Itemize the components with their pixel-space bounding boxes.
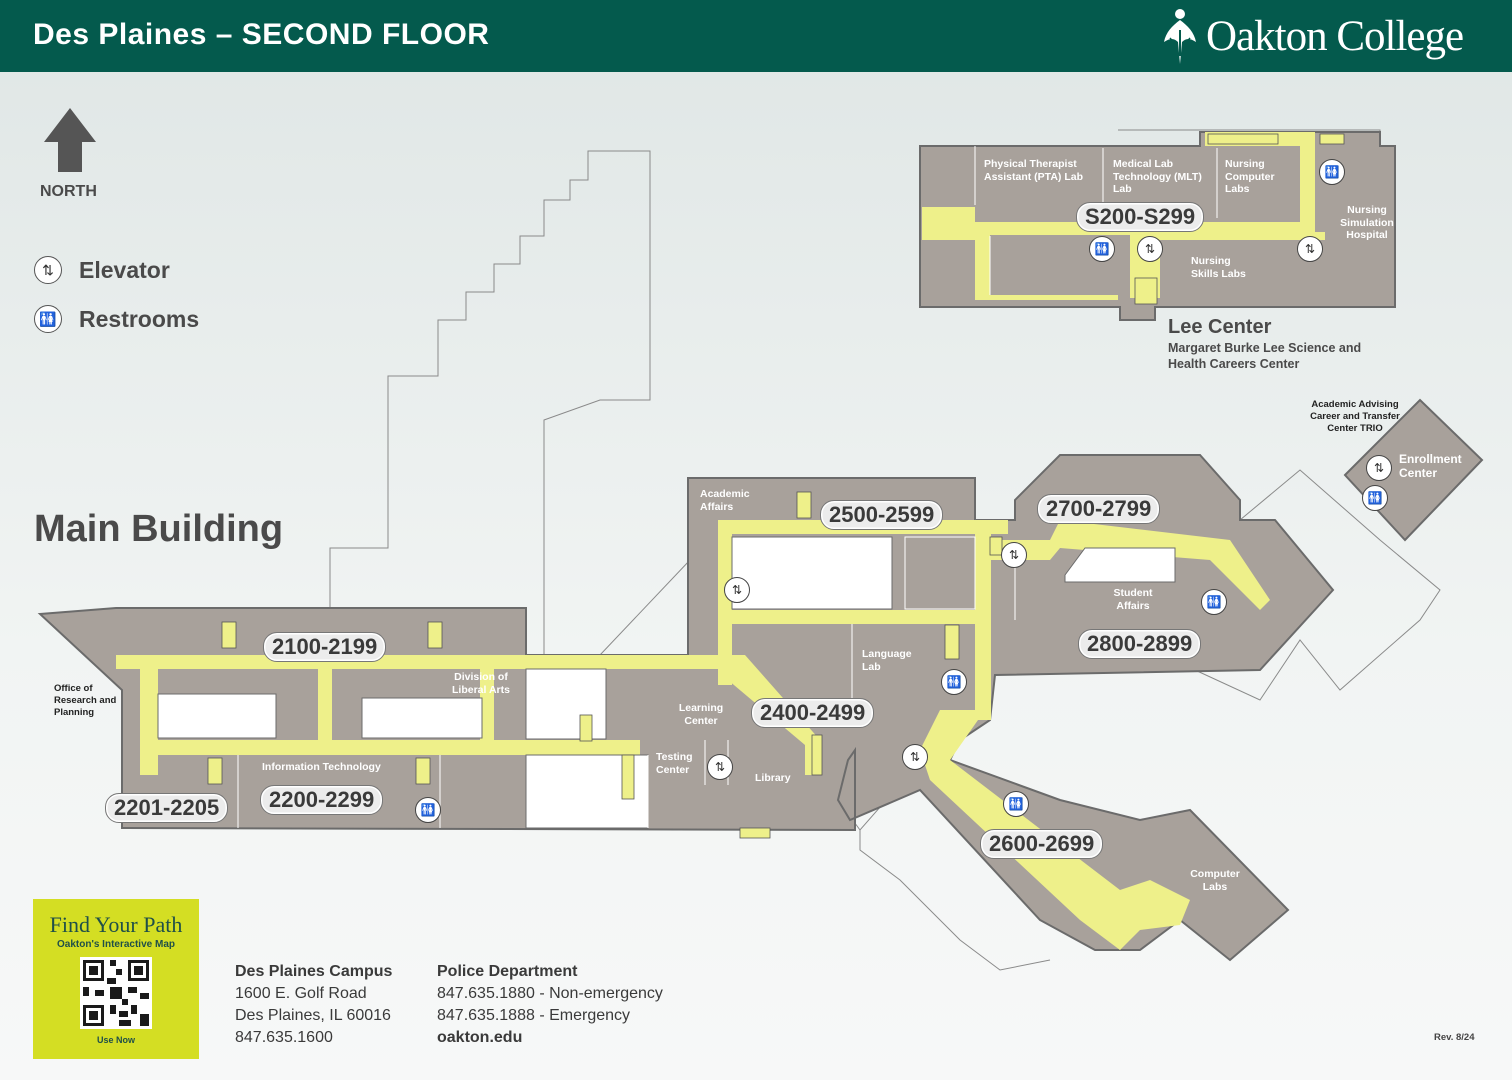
room-division-liberal-arts: Division of Liberal Arts bbox=[452, 671, 510, 696]
oakton-logo: Oakton College bbox=[1162, 8, 1464, 66]
qr-code-icon[interactable] bbox=[80, 957, 152, 1029]
find-your-path-box[interactable]: Find Your Path Oakton's Interactive Map … bbox=[33, 899, 199, 1059]
room-range-2800[interactable]: 2800-2899 bbox=[1078, 629, 1202, 659]
room-information-technology: Information Technology bbox=[262, 761, 381, 773]
campus-phone: 847.635.1600 bbox=[235, 1029, 333, 1046]
campus-address-2: Des Plaines, IL 60016 bbox=[235, 1007, 391, 1024]
room-range-2500[interactable]: 2500-2599 bbox=[820, 500, 944, 530]
main-building bbox=[37, 398, 1484, 962]
elevator-icon: ⇅ bbox=[1297, 236, 1323, 262]
room-range-2600[interactable]: 2600-2699 bbox=[980, 829, 1104, 859]
room-learning-center: Learning Center bbox=[678, 702, 724, 727]
revision-note: Rev. 8/24 bbox=[1434, 1032, 1475, 1043]
qr-title: Find Your Path bbox=[49, 912, 183, 937]
room-nursing-skills-labs: Nursing Skills Labs bbox=[1191, 255, 1246, 280]
logo-text: Oakton College bbox=[1206, 13, 1464, 60]
room-range-2201[interactable]: 2201-2205 bbox=[105, 793, 229, 823]
elevator-icon: ⇅ bbox=[34, 256, 62, 284]
restroom-icon: 🚻 bbox=[1201, 589, 1227, 615]
campus-name: Des Plaines Campus bbox=[235, 963, 393, 980]
stairs bbox=[207, 133, 1345, 839]
restroom-icon: 🚻 bbox=[1362, 485, 1388, 511]
restroom-icon: 🚻 bbox=[1089, 236, 1115, 262]
north-label: NORTH bbox=[40, 183, 97, 200]
police-emergency: 847.635.1888 - Emergency bbox=[437, 1007, 631, 1024]
room-language-lab: Language Lab bbox=[862, 648, 912, 673]
police-info: Police Department 847.635.1880 - Non-eme… bbox=[437, 961, 663, 1049]
room-computer-labs: Computer Labs bbox=[1190, 868, 1240, 893]
restroom-icon: 🚻 bbox=[415, 797, 441, 823]
room-library: Library bbox=[755, 772, 791, 784]
room-enrollment-center: Enrollment Center bbox=[1399, 452, 1462, 480]
elevator-icon: ⇅ bbox=[1001, 542, 1027, 568]
room-nursing-simulation: Nursing Simulation Hospital bbox=[1340, 204, 1394, 241]
police-non-emergency: 847.635.1880 - Non-emergency bbox=[437, 985, 663, 1002]
room-student-affairs: Student Affairs bbox=[1113, 587, 1153, 612]
campus-info: Des Plaines Campus 1600 E. Golf Road Des… bbox=[235, 961, 392, 1049]
lee-center-title: Lee Center bbox=[1168, 316, 1272, 338]
header-bar: Des Plaines – SECOND FLOOR Oakton Colleg… bbox=[0, 0, 1512, 72]
oak-leaf-icon bbox=[1164, 9, 1196, 64]
room-range-2700[interactable]: 2700-2799 bbox=[1037, 494, 1161, 524]
campus-address-1: 1600 E. Golf Road bbox=[235, 985, 367, 1002]
main-building-title: Main Building bbox=[34, 508, 284, 550]
room-academic-affairs: Academic Affairs bbox=[700, 488, 750, 513]
north-arrow-icon bbox=[44, 108, 96, 172]
restroom-icon: 🚻 bbox=[34, 305, 62, 333]
room-testing-center: Testing Center bbox=[656, 751, 693, 776]
restroom-icon: 🚻 bbox=[941, 669, 967, 695]
restroom-icon: 🚻 bbox=[1319, 159, 1345, 185]
page-title: Des Plaines – SECOND FLOOR bbox=[33, 18, 490, 51]
room-range-2400[interactable]: 2400-2499 bbox=[751, 698, 875, 728]
elevator-icon: ⇅ bbox=[1366, 455, 1392, 481]
police-name: Police Department bbox=[437, 963, 578, 980]
legend-restrooms: 🚻 Restrooms bbox=[34, 305, 199, 333]
legend-elevator: ⇅ Elevator bbox=[34, 256, 170, 284]
room-academic-advising: Academic Advising Career and Transfer Ce… bbox=[1310, 399, 1400, 434]
room-range-2200[interactable]: 2200-2299 bbox=[260, 785, 384, 815]
floor-map bbox=[37, 108, 1484, 971]
elevator-icon: ⇅ bbox=[1137, 236, 1163, 262]
website-link[interactable]: oakton.edu bbox=[437, 1029, 523, 1046]
room-range-2100[interactable]: 2100-2199 bbox=[263, 632, 387, 662]
lee-center-subtitle: Margaret Burke Lee Science and Health Ca… bbox=[1168, 341, 1362, 371]
room-nursing-computer-labs: Nursing Computer Labs bbox=[1225, 158, 1275, 195]
elevator-icon: ⇅ bbox=[707, 754, 733, 780]
use-now-link[interactable]: Use Now bbox=[96, 1035, 135, 1045]
main-corridors bbox=[116, 520, 1270, 950]
elevator-icon: ⇅ bbox=[902, 744, 928, 770]
elevator-icon: ⇅ bbox=[724, 577, 750, 603]
room-office-research: Office of Research and Planning bbox=[54, 683, 117, 718]
room-range-S200[interactable]: S200-S299 bbox=[1076, 202, 1205, 232]
qr-subtitle: Oakton's Interactive Map bbox=[57, 939, 175, 950]
room-mlt-lab: Medical Lab Technology (MLT) Lab bbox=[1113, 158, 1202, 195]
room-pta-lab: Physical Therapist Assistant (PTA) Lab bbox=[984, 158, 1083, 183]
restroom-icon: 🚻 bbox=[1003, 791, 1029, 817]
